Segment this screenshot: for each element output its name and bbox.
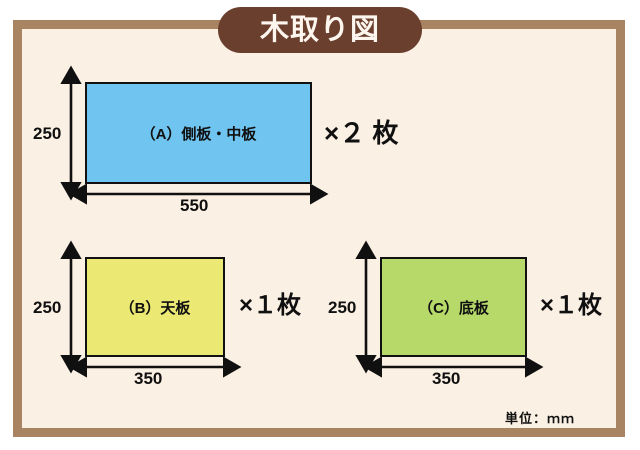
title-banner: 木取り図 <box>218 7 422 53</box>
panel-a-label: （A）側板・中板 <box>140 125 257 143</box>
panel-c-quantity: ×１枚 <box>540 292 603 319</box>
unit-note: 単位：ｍｍ <box>505 411 576 426</box>
panel-b-label: （B）天板 <box>119 299 191 317</box>
panel-a-side-center-board: （A）側板・中板 <box>85 82 312 184</box>
panel-b-quantity: ×１枚 <box>239 292 302 319</box>
page-title: 木取り図 <box>259 13 380 46</box>
panel-c-width-dimension: 350 <box>432 369 461 388</box>
panel-b-height-dimension: 250 <box>33 298 62 317</box>
panel-a-width-dimension: 550 <box>180 196 209 215</box>
panel-c-bottom-board: （C）底板 <box>380 257 527 357</box>
panel-b-width-dimension: 350 <box>134 369 163 388</box>
panel-c-height-dimension: 250 <box>328 298 357 317</box>
panel-a-quantity: ×２ 枚 <box>324 118 399 148</box>
panel-a-height-dimension: 250 <box>33 124 62 143</box>
panel-c-label: （C）底板 <box>418 299 489 317</box>
panel-b-top-board: （B）天板 <box>85 257 225 357</box>
